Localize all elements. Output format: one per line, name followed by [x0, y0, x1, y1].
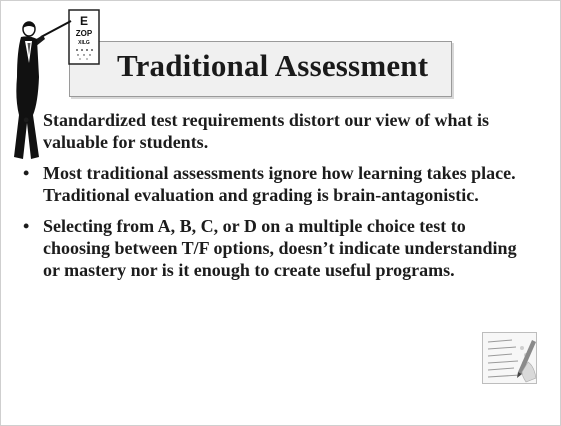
bullet-item: • Most traditional assessments ignore ho…	[21, 162, 541, 206]
bullet-list: • Standardized test requirements distort…	[21, 109, 541, 290]
title-box	[69, 41, 452, 97]
bullet-item: • Selecting from A, B, C, or D on a mult…	[21, 215, 541, 281]
bullet-item: • Standardized test requirements distort…	[21, 109, 541, 153]
teacher-pointing-eye-chart-icon: E ZOP XILG	[14, 9, 100, 159]
bullet-text: Most traditional assessments ignore how …	[43, 163, 516, 205]
bullet-dot: •	[23, 163, 30, 183]
bullet-text: Selecting from A, B, C, or D on a multip…	[43, 216, 517, 280]
bullet-text: Standardized test requirements distort o…	[43, 110, 489, 152]
eye-chart-line-1: E	[80, 14, 88, 28]
eye-chart-line-2: ZOP	[76, 29, 93, 38]
eye-chart-line-3: XILG	[78, 40, 90, 46]
slide-title: Traditional Assessment	[117, 48, 429, 83]
bullet-dot: •	[23, 216, 30, 236]
bullet-dot: •	[23, 110, 30, 130]
test-sheet-pencil-icon	[482, 332, 537, 384]
